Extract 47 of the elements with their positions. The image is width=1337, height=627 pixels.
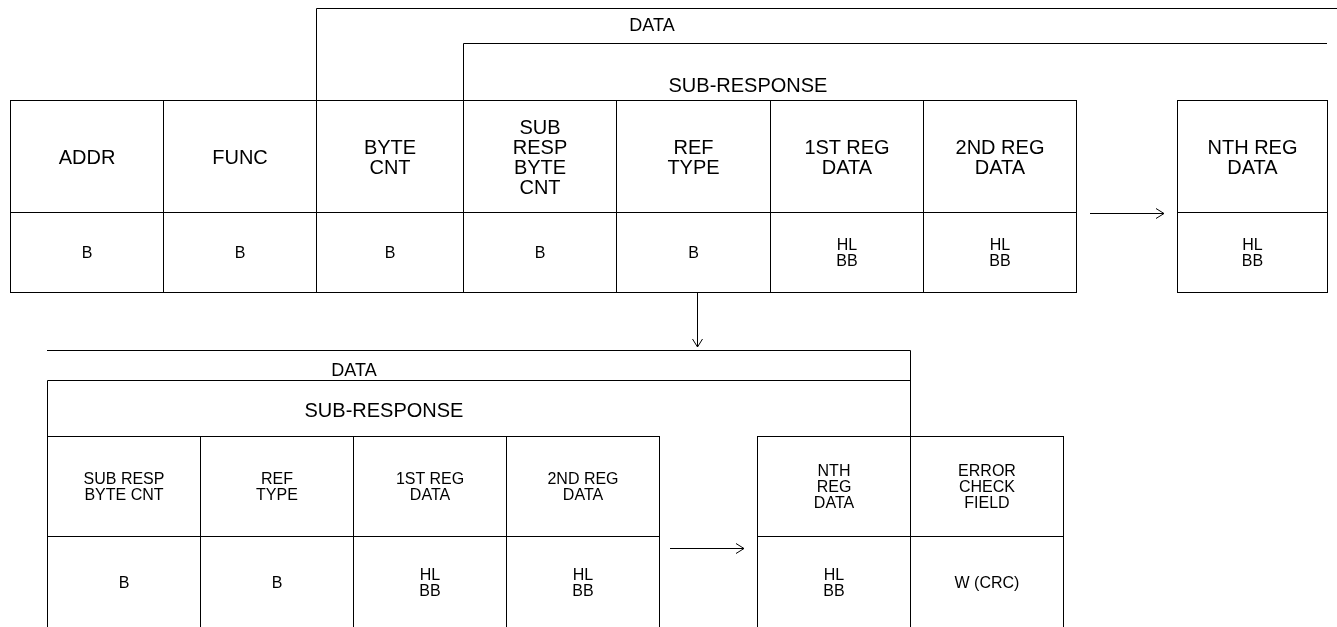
field-cell [923,100,1077,293]
field-size: HL BB [822,566,846,599]
bracket-label: DATA [629,14,675,36]
field-name: REF TYPE [255,471,299,503]
bracket-label: SUB-RESPONSE [304,398,464,422]
field-size: B [534,245,546,261]
field-cell [770,100,924,293]
field-cell [910,436,1064,627]
arrow [1089,208,1165,219]
field-cell [47,436,201,627]
field-size: B [118,574,130,591]
field-size: HL BB [835,237,859,269]
field-name: 2ND REG DATA [546,471,620,503]
field-cell [506,436,660,627]
field-cell [10,100,164,293]
field-size: HL BB [1240,237,1265,269]
field-cell [463,100,617,293]
field-name: REF TYPE [666,137,721,177]
field-name: 2ND REG DATA [954,137,1046,177]
field-size: W (CRC) [954,574,1020,591]
field-cell [757,436,911,627]
field-name: 1ST REG DATA [394,471,466,503]
field-size: B [81,245,93,261]
field-size: B [688,245,699,261]
field-size: HL BB [988,237,1012,269]
arrow [692,291,703,348]
bracket-label: DATA [331,359,377,381]
field-name: FUNC [212,147,268,167]
arrow [669,543,745,554]
field-size: HL BB [418,566,442,599]
field-cell [1177,100,1328,293]
field-name: 1ST REG DATA [803,137,891,177]
field-cell [616,100,771,293]
field-size: B [384,245,396,261]
bracket-label: SUB-RESPONSE [668,73,828,97]
field-size: B [271,574,283,591]
field-name: BYTE CNT [362,137,418,177]
field-cell [163,100,317,293]
field-cell [316,100,464,293]
field-name: NTH REG DATA [1206,137,1299,177]
field-size: HL BB [571,566,595,599]
field-size: B [234,245,246,261]
field-name: SUB RESP BYTE CNT [511,117,569,197]
field-name: SUB RESP BYTE CNT [82,471,166,503]
field-name: NTH REG DATA [812,463,856,511]
field-name: ERROR CHECK FIELD [957,463,1017,511]
field-name: ADDR [58,147,116,167]
